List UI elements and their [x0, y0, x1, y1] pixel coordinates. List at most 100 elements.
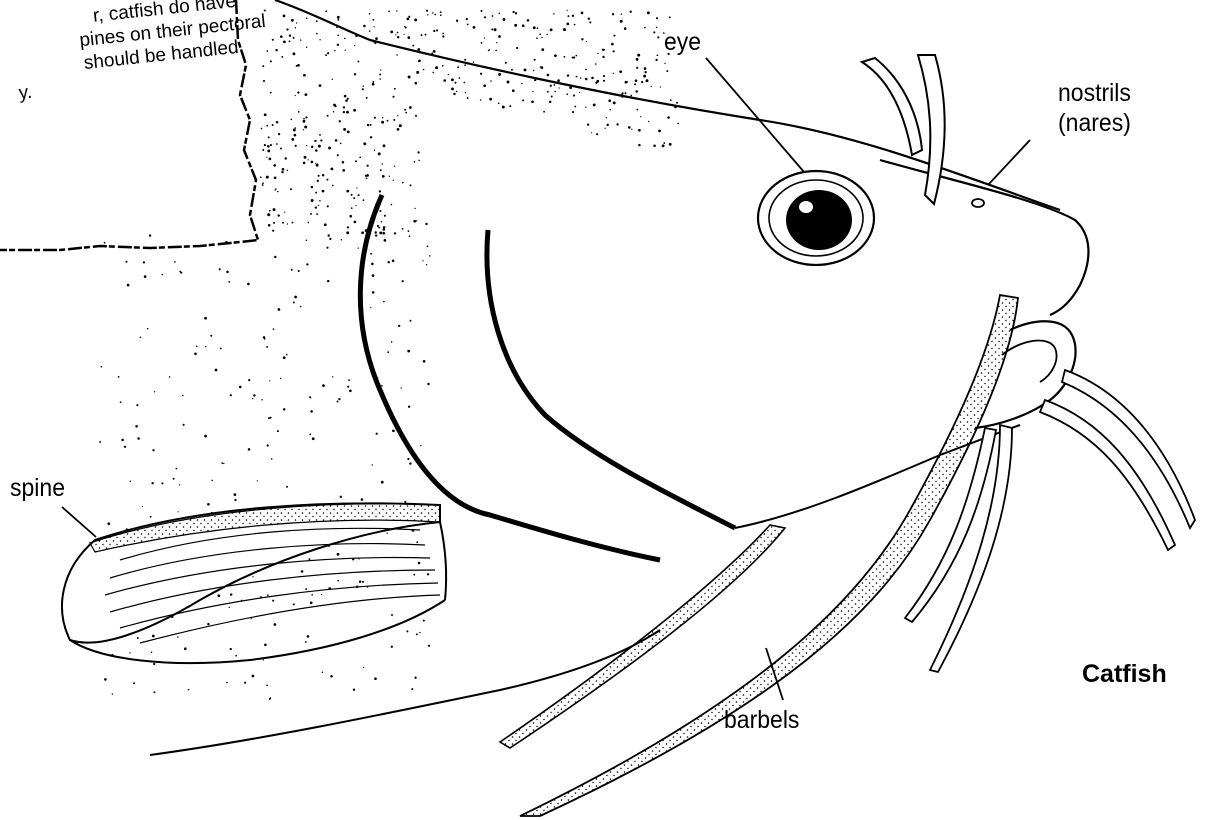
- stipple-dot: [363, 25, 366, 28]
- stipple-dot: [325, 10, 327, 12]
- stipple-dot: [177, 636, 179, 638]
- stipple-dot: [226, 682, 228, 684]
- stipple-dot: [658, 130, 661, 133]
- stipple-dot: [226, 271, 229, 274]
- stipple-dot: [270, 60, 272, 62]
- stipple-dot: [280, 378, 281, 379]
- stipple-dot: [512, 89, 515, 92]
- stipple-dot: [463, 82, 465, 84]
- stipple-dot: [378, 152, 381, 155]
- stipple-dot: [572, 15, 574, 17]
- stipple-dot: [636, 67, 638, 69]
- stipple-dot: [354, 221, 357, 224]
- stipple-dot: [427, 573, 429, 575]
- stipple-dot: [371, 263, 374, 266]
- stipple-dot: [494, 28, 497, 31]
- stipple-dot: [379, 231, 382, 234]
- stipple-dot: [144, 275, 147, 278]
- stipple-dot: [273, 328, 275, 330]
- stipple-dot: [496, 42, 497, 43]
- stipple-dot: [359, 157, 361, 159]
- stipple-dot: [184, 647, 187, 650]
- stipple-dot: [329, 238, 331, 240]
- stipple-dot: [142, 506, 143, 507]
- stipple-dot: [322, 672, 324, 674]
- stipple-dot: [229, 607, 230, 608]
- stipple-dot: [466, 18, 468, 20]
- stipple-dot: [581, 12, 584, 15]
- stipple-dot: [295, 27, 296, 28]
- stipple-dot: [248, 448, 251, 451]
- stipple-dot: [676, 102, 678, 104]
- stipple-dot: [563, 28, 566, 31]
- stipple-dot: [490, 80, 492, 82]
- stipple-dot: [354, 73, 356, 75]
- stipple-dot: [339, 120, 341, 122]
- stipple-dot: [270, 417, 272, 419]
- stipple-dot: [551, 96, 553, 98]
- stipple-dot: [363, 199, 365, 201]
- stipple-dot: [608, 99, 611, 102]
- mouth-inner: [1002, 341, 1057, 382]
- stipple-dot: [125, 261, 127, 263]
- stipple-dot: [585, 78, 588, 81]
- stipple-dot: [484, 16, 486, 18]
- stipple-dot: [343, 111, 345, 113]
- stipple-dot: [277, 191, 278, 192]
- stipple-dot: [274, 189, 275, 190]
- stipple-dot: [275, 49, 277, 51]
- stipple-dot: [498, 73, 501, 76]
- stipple-dot: [333, 111, 335, 113]
- stipple-dot: [657, 54, 659, 56]
- stipple-dot: [335, 139, 338, 142]
- stipple-dot: [613, 50, 615, 52]
- stipple-dot: [420, 445, 421, 446]
- stipple-dot: [149, 234, 151, 236]
- stipple-dot: [129, 652, 130, 653]
- stipple-dot: [451, 78, 454, 81]
- stipple-dot: [581, 38, 583, 40]
- stipple-dot: [443, 79, 446, 82]
- stipple-dot: [543, 111, 545, 113]
- stipple-dot: [656, 17, 658, 19]
- stipple-dot: [153, 663, 155, 665]
- stipple-dot: [393, 119, 395, 121]
- stipple-dot: [120, 401, 122, 403]
- stipple-dot: [575, 55, 577, 57]
- stipple-dot: [549, 101, 551, 103]
- stipple-dot: [595, 63, 597, 65]
- stipple-dot: [151, 482, 153, 484]
- stipple-dot: [457, 66, 459, 68]
- stipple-dot: [272, 230, 274, 232]
- stipple-dot: [261, 128, 263, 130]
- stipple-dot: [291, 269, 293, 271]
- stipple-dot: [391, 341, 393, 343]
- stipple-dot: [513, 11, 515, 13]
- stipple-dot: [318, 145, 321, 148]
- stipple-dot: [408, 16, 410, 18]
- stipple-dot: [307, 222, 309, 224]
- stipple-dot: [230, 593, 232, 595]
- stipple-dot: [383, 226, 386, 229]
- stipple-dot: [303, 129, 304, 130]
- stipple-dot: [511, 69, 513, 71]
- stipple-dot: [179, 484, 180, 485]
- stipple-dot: [257, 480, 258, 481]
- stipple-dot: [137, 637, 139, 639]
- stipple-dot: [387, 351, 389, 353]
- stipple-dot: [429, 255, 431, 257]
- stipple-dot: [293, 603, 295, 605]
- stipple-dot: [311, 199, 314, 202]
- stipple-dot: [315, 140, 317, 142]
- stipple-dot: [266, 346, 268, 348]
- stipple-dot: [448, 74, 449, 75]
- stipple-dot: [347, 386, 349, 388]
- stipple-dot: [204, 435, 207, 438]
- stipple-dot: [451, 87, 454, 90]
- stipple-dot: [480, 99, 482, 101]
- stipple-dot: [263, 659, 264, 660]
- stipple-dot: [372, 291, 375, 294]
- stipple-dot: [636, 109, 638, 111]
- stipple-dot: [248, 379, 250, 381]
- stipple-dot: [274, 623, 277, 626]
